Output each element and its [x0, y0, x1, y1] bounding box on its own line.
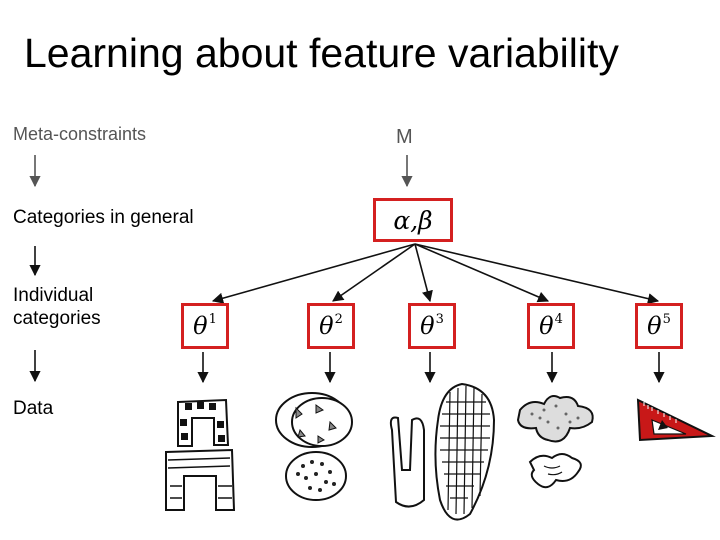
- hyper-node-label: α,β: [393, 205, 433, 235]
- arrow-hyper-to-theta4: [414, 243, 550, 303]
- category2-objects: [275, 392, 353, 501]
- arrow-hyper-to-theta2: [332, 243, 416, 302]
- individual-categories-label: Individual categories: [13, 285, 101, 329]
- category5-objects: [636, 398, 716, 442]
- meta-constraints-label: Meta-constraints: [13, 124, 147, 144]
- arrow-hyper-to-theta1: [211, 243, 416, 304]
- arrow-hyper-to-theta5: [414, 243, 660, 305]
- categories-in-general-label: Categories in general: [13, 207, 194, 228]
- hyper-node-alpha-beta: α,β: [373, 198, 453, 242]
- category4-objects: [516, 395, 594, 489]
- category3-objects: [389, 382, 496, 521]
- meta-symbol: M: [396, 126, 413, 148]
- category1-objects: [165, 398, 236, 511]
- arrow-hyper-to-theta3: [414, 243, 433, 303]
- data-label: Data: [13, 398, 54, 419]
- slide-title: Learning about feature variability: [24, 30, 619, 76]
